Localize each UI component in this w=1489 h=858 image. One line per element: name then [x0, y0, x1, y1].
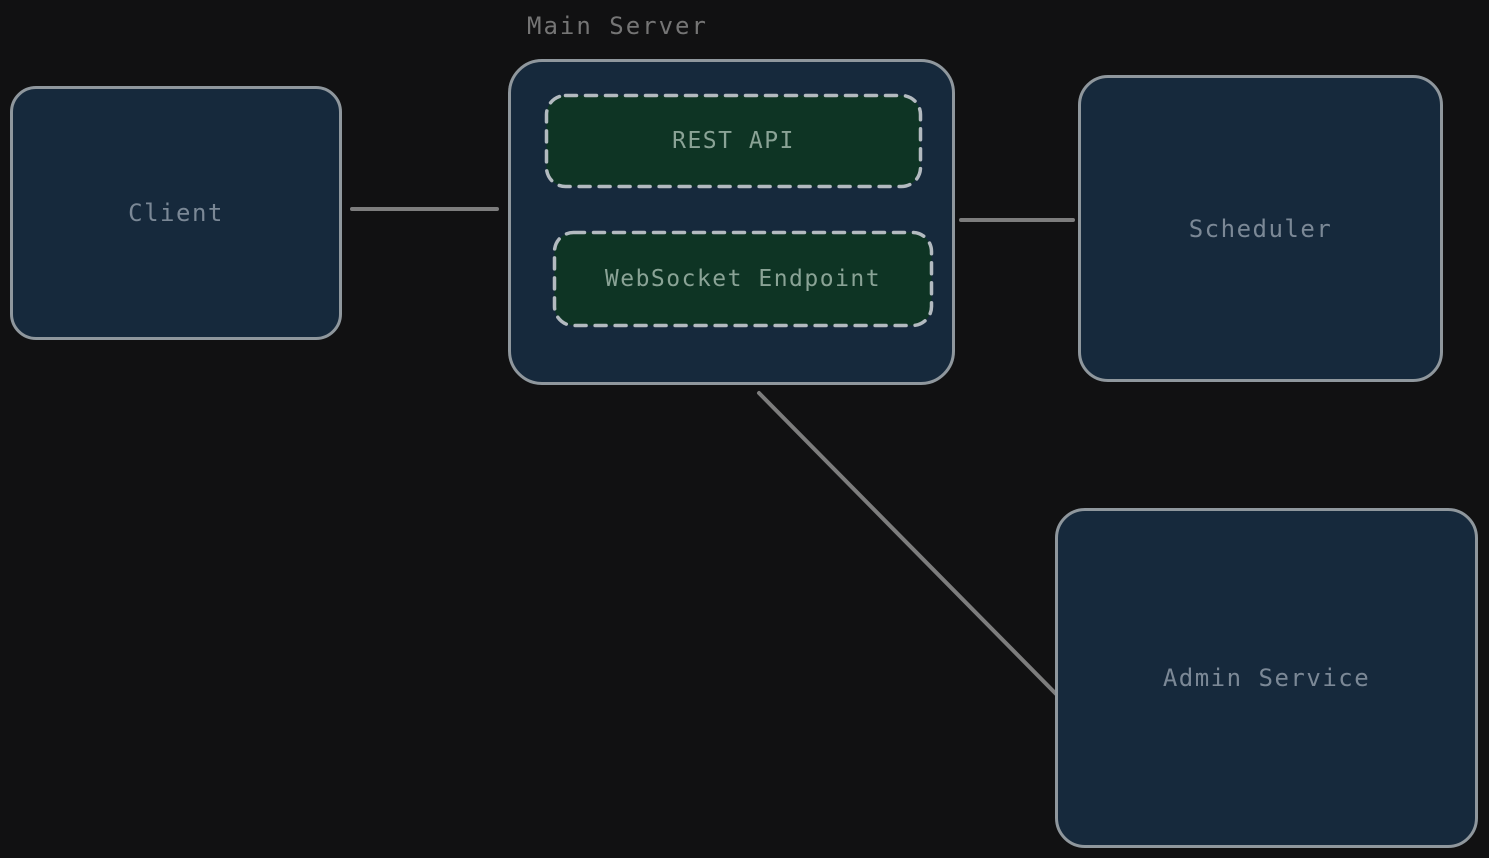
node-websocket-endpoint: WebSocket Endpoint [552, 230, 934, 328]
node-rest-api: REST API [544, 93, 923, 189]
node-admin-service: Admin Service [1055, 508, 1478, 848]
node-client-label: Client [128, 199, 224, 227]
node-websocket-endpoint-label: WebSocket Endpoint [604, 266, 882, 292]
node-main-server: REST API WebSocket Endpoint [508, 59, 955, 385]
node-client: Client [10, 86, 342, 340]
rest-api-dashed-box [544, 93, 923, 189]
group-title-main-server: Main Server [527, 12, 708, 40]
node-rest-api-label: REST API [672, 128, 795, 154]
websocket-dashed-box [552, 230, 934, 328]
node-scheduler: Scheduler [1078, 75, 1443, 382]
edge-main-server-admin-service [757, 391, 1064, 702]
node-admin-service-label: Admin Service [1162, 664, 1371, 692]
node-scheduler-label: Scheduler [1188, 214, 1333, 243]
